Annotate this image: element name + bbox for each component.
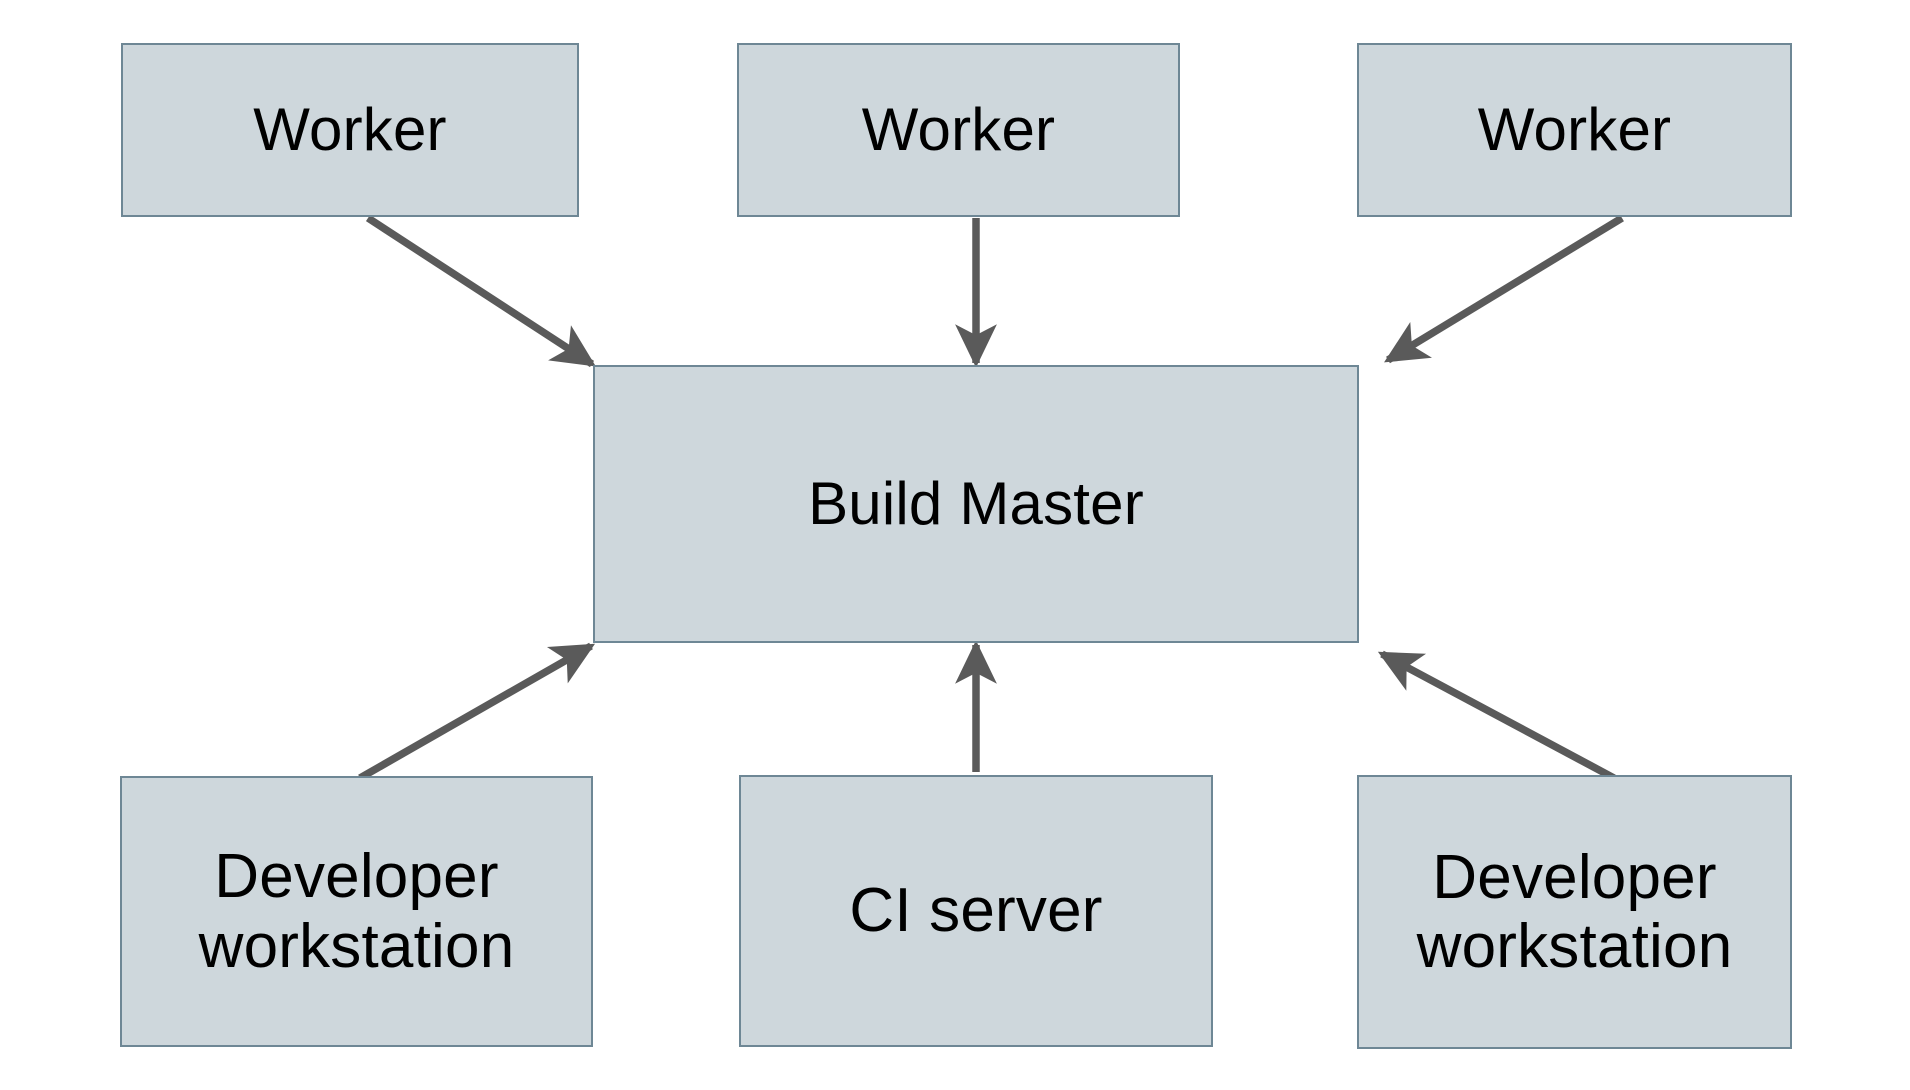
node-ci-server[interactable]: CI server <box>739 775 1213 1047</box>
edge-dev-ws-right-to-build-master <box>1377 650 1616 782</box>
node-developer-workstation-right[interactable]: Developer workstation <box>1357 775 1792 1049</box>
node-build-master[interactable]: Build Master <box>593 365 1359 643</box>
node-worker-1[interactable]: Worker <box>121 43 579 217</box>
node-worker-3[interactable]: Worker <box>1357 43 1792 217</box>
node-worker-2[interactable]: Worker <box>737 43 1180 217</box>
edge-worker3-to-build-master <box>1384 214 1624 364</box>
edge-worker1-to-build-master <box>365 214 596 368</box>
edge-dev-ws-left-to-build-master <box>358 642 596 782</box>
node-developer-workstation-left[interactable]: Developer workstation <box>120 776 593 1047</box>
